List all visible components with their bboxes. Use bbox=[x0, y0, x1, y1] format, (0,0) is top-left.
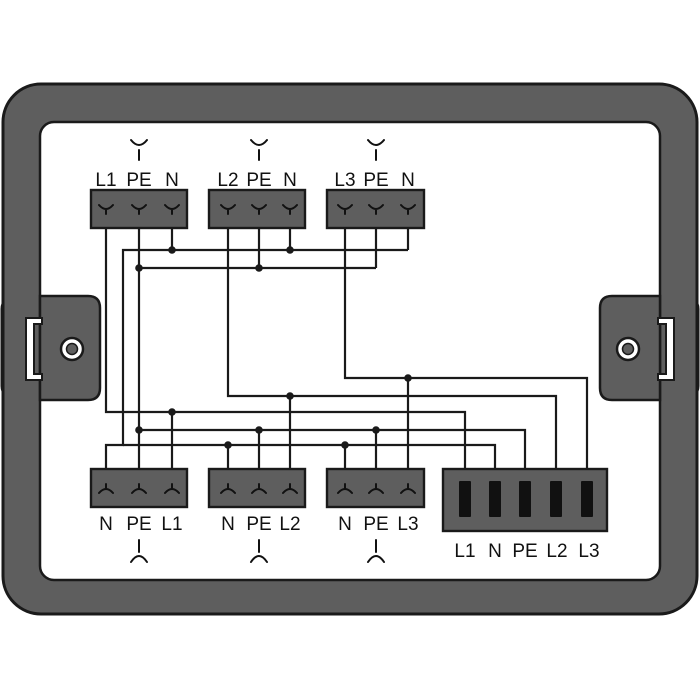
bottom-connector-2: N PE L2 bbox=[207, 467, 307, 563]
male-plug-symbol-icon bbox=[250, 539, 268, 563]
junction-dot bbox=[168, 408, 176, 416]
pin-slot bbox=[581, 481, 593, 517]
junction-dot bbox=[135, 264, 143, 272]
bottom-connector-1: N PE L1 bbox=[89, 467, 189, 563]
junction-dot bbox=[224, 441, 232, 449]
wire-n-bus bbox=[104, 212, 174, 480]
socket-contact-icon bbox=[337, 204, 416, 215]
socket-contact-icon bbox=[220, 204, 298, 215]
terminal-label: L2 bbox=[217, 170, 238, 191]
junction-dot bbox=[286, 246, 294, 254]
terminal-label: L3 bbox=[334, 170, 355, 191]
socket-contact-icon bbox=[220, 483, 298, 494]
junction-dot bbox=[135, 426, 143, 434]
socket-contact-icon bbox=[98, 204, 180, 215]
female-plug-symbol-icon bbox=[250, 139, 268, 161]
bottom-connector-3: N PE L3 bbox=[325, 467, 426, 563]
terminal-label: N bbox=[401, 170, 415, 191]
terminal-label: N bbox=[283, 170, 297, 191]
top-connector-1: L1 PE N bbox=[89, 139, 189, 230]
female-plug-symbol-icon bbox=[130, 139, 148, 161]
junction-dot bbox=[372, 426, 380, 434]
junction-dot bbox=[286, 392, 294, 400]
socket-contact-icon bbox=[337, 483, 416, 494]
bottom-connectors: N PE L1 N PE L2 N PE L3 bbox=[89, 467, 426, 563]
terminal-label: L1 bbox=[95, 170, 116, 191]
terminal-label: L2 bbox=[279, 514, 300, 535]
wire-l2 bbox=[226, 212, 558, 480]
wire-l3 bbox=[343, 212, 589, 480]
terminal-label: PE bbox=[363, 170, 388, 191]
terminal-label: L1 bbox=[454, 541, 475, 562]
terminal-label: PE bbox=[126, 170, 151, 191]
socket-contact-icon bbox=[98, 483, 180, 494]
terminal-label: PE bbox=[246, 514, 271, 535]
terminal-label: L2 bbox=[546, 541, 567, 562]
top-connector-2: L2 PE N bbox=[207, 139, 307, 230]
junction-dot bbox=[168, 246, 176, 254]
junction-dot bbox=[341, 441, 349, 449]
left-latch-icon bbox=[25, 317, 85, 381]
female-plug-symbol-icon bbox=[367, 139, 385, 161]
terminal-label: N bbox=[338, 514, 352, 535]
terminal-label: N bbox=[99, 514, 113, 535]
male-plug-symbol-icon bbox=[130, 539, 148, 563]
terminal-label: L3 bbox=[578, 541, 599, 562]
junction-dot bbox=[255, 264, 263, 272]
terminal-label: PE bbox=[126, 514, 151, 535]
top-connectors: L1 PE N L2 PE N L3 PE N bbox=[89, 139, 426, 230]
terminal-label: PE bbox=[512, 541, 537, 562]
junction-dot bbox=[404, 374, 412, 382]
terminal-label: N bbox=[221, 514, 235, 535]
male-plug-symbol-icon bbox=[367, 539, 385, 563]
terminal-label: N bbox=[488, 541, 502, 562]
wiring bbox=[104, 212, 589, 480]
pin-slot bbox=[519, 481, 531, 517]
terminal-label: N bbox=[165, 170, 179, 191]
wire-pe-bottom bbox=[139, 428, 527, 480]
terminal-label: L1 bbox=[161, 514, 182, 535]
pin-slot bbox=[489, 481, 501, 517]
top-connector-3: L3 PE N bbox=[325, 139, 426, 230]
right-latch-icon bbox=[615, 317, 675, 381]
terminal-label: PE bbox=[246, 170, 271, 191]
junction-dot bbox=[255, 426, 263, 434]
terminal-label: PE bbox=[363, 514, 388, 535]
pin-slot bbox=[459, 481, 471, 517]
pin-slot bbox=[550, 481, 562, 517]
wire-l1-input bbox=[172, 410, 467, 480]
terminal-label: L3 bbox=[397, 514, 418, 535]
input-connector: L1 N PE L2 L3 bbox=[441, 467, 609, 562]
